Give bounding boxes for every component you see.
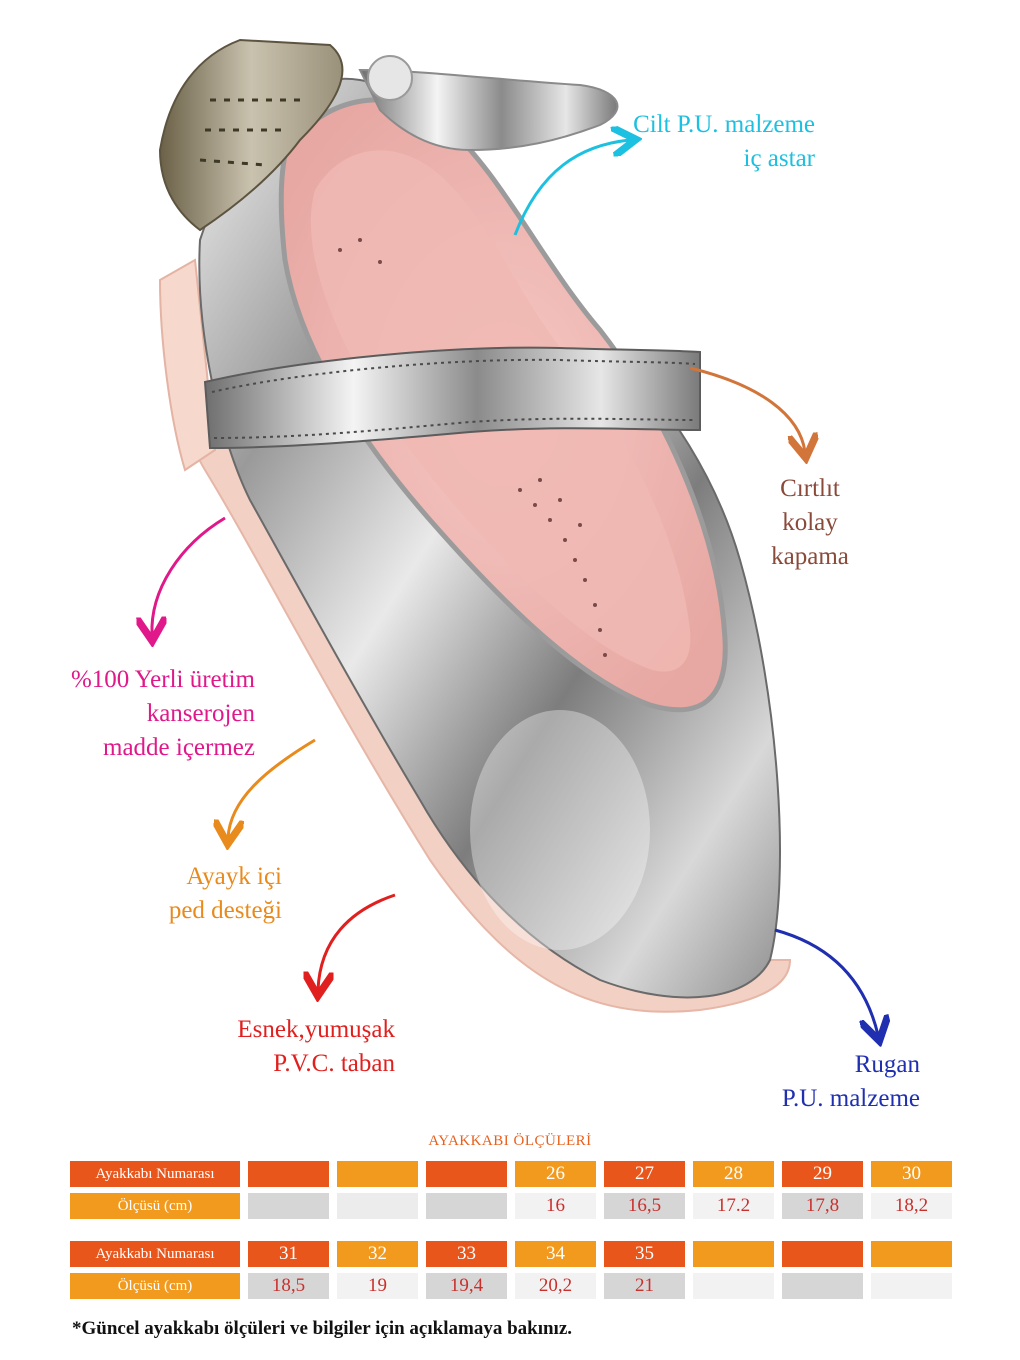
label-sole: Esnek,yumuşak P.V.C. taban — [150, 1013, 395, 1081]
arrow-lining — [513, 140, 630, 236]
size-cell: 26 — [515, 1161, 596, 1187]
size-row-label: Ayakkabı Numarası — [70, 1241, 240, 1267]
size-cell: 16 — [515, 1193, 596, 1219]
insole-perforations — [338, 238, 607, 657]
label-sole-line1: Esnek,yumuşak — [237, 1016, 395, 1043]
size-cell: 17.2 — [693, 1193, 774, 1219]
size-cell — [693, 1273, 774, 1299]
size-cell — [693, 1241, 774, 1267]
product-illustration — [0, 38, 1020, 1110]
label-production-line3: madde içermez — [103, 734, 255, 761]
label-lining-line2: iç astar — [743, 145, 815, 172]
size-cell — [871, 1241, 952, 1267]
label-sole-line2: P.V.C. taban — [273, 1050, 395, 1077]
size-cell: 18,2 — [871, 1193, 952, 1219]
label-lining: Cilt P.U. malzeme iç astar — [560, 108, 815, 176]
arrow-sole — [318, 893, 396, 990]
label-insole-line2: ped desteği — [168, 897, 282, 924]
label-upper-line1: Rugan — [854, 1051, 920, 1078]
size-cell: 32 — [337, 1241, 418, 1267]
size-cell: 20,2 — [515, 1273, 596, 1299]
size-cell: 30 — [871, 1161, 952, 1187]
size-cell: 34 — [515, 1241, 596, 1267]
arrow-velcro — [689, 366, 805, 452]
label-upper-line2: P.U. malzeme — [781, 1085, 920, 1112]
size-cell — [337, 1161, 418, 1187]
arrow-production — [152, 516, 226, 635]
label-velcro-line1: Cırtlıt — [780, 475, 840, 502]
size-cell: 33 — [426, 1241, 507, 1267]
label-insole: Ayayk içi ped desteği — [100, 860, 282, 928]
size-cell — [426, 1193, 507, 1219]
label-velcro-line2: kolay — [782, 509, 838, 536]
size-row-measures-2: Ölçüsü (cm) 18,5 19 19,4 20,2 21 — [70, 1273, 952, 1299]
size-row-measures-1: Ölçüsü (cm) 16 16,5 17.2 17,8 18,2 — [70, 1193, 952, 1219]
size-cell: 17,8 — [782, 1193, 863, 1219]
size-cell: 35 — [604, 1241, 685, 1267]
size-cell: 31 — [248, 1241, 329, 1267]
label-production: %100 Yerli üretim kanserojen madde içerm… — [30, 663, 255, 765]
label-velcro: Cırtlıt kolay kapama — [740, 472, 880, 574]
label-insole-line1: Ayayk içi — [186, 863, 282, 890]
size-cell: 19,4 — [426, 1273, 507, 1299]
size-cell: 29 — [782, 1161, 863, 1187]
size-cell — [782, 1273, 863, 1299]
size-cell — [871, 1273, 952, 1299]
size-cell — [248, 1193, 329, 1219]
size-cell — [426, 1161, 507, 1187]
size-cell: 21 — [604, 1273, 685, 1299]
size-row-label: Ayakkabı Numarası — [70, 1161, 240, 1187]
arrow-insole — [228, 738, 316, 838]
size-row-numbers-2: Ayakkabı Numarası 31 32 33 34 35 — [70, 1241, 952, 1267]
label-lining-line1: Cilt P.U. malzeme — [633, 111, 815, 138]
footnote: *Güncel ayakkabı ölçüleri ve bilgiler iç… — [72, 1318, 573, 1339]
velcro-strap — [203, 346, 701, 450]
size-cell: 27 — [604, 1161, 685, 1187]
label-velcro-line3: kapama — [771, 543, 849, 570]
size-cell: 19 — [337, 1273, 418, 1299]
size-cell — [248, 1161, 329, 1187]
size-row-numbers-1: Ayakkabı Numarası 26 27 28 29 30 — [70, 1161, 952, 1187]
size-row-label: Ölçüsü (cm) — [70, 1273, 240, 1299]
size-table-title: AYAKKABI ÖLÇÜLERİ — [428, 1133, 592, 1149]
label-production-line2: kanserojen — [146, 700, 255, 727]
size-cell: 16,5 — [604, 1193, 685, 1219]
size-cell — [337, 1193, 418, 1219]
wing-ornament — [158, 38, 619, 232]
shoe-heel — [158, 258, 217, 472]
size-cell: 28 — [693, 1161, 774, 1187]
size-cell: 18,5 — [248, 1273, 329, 1299]
arrow-upper — [774, 928, 878, 1035]
size-cell — [782, 1241, 863, 1267]
label-production-line1: %100 Yerli üretim — [70, 666, 255, 693]
size-row-label: Ölçüsü (cm) — [70, 1193, 240, 1219]
label-upper: Rugan P.U. malzeme — [740, 1048, 920, 1116]
toe-highlight — [470, 710, 650, 950]
